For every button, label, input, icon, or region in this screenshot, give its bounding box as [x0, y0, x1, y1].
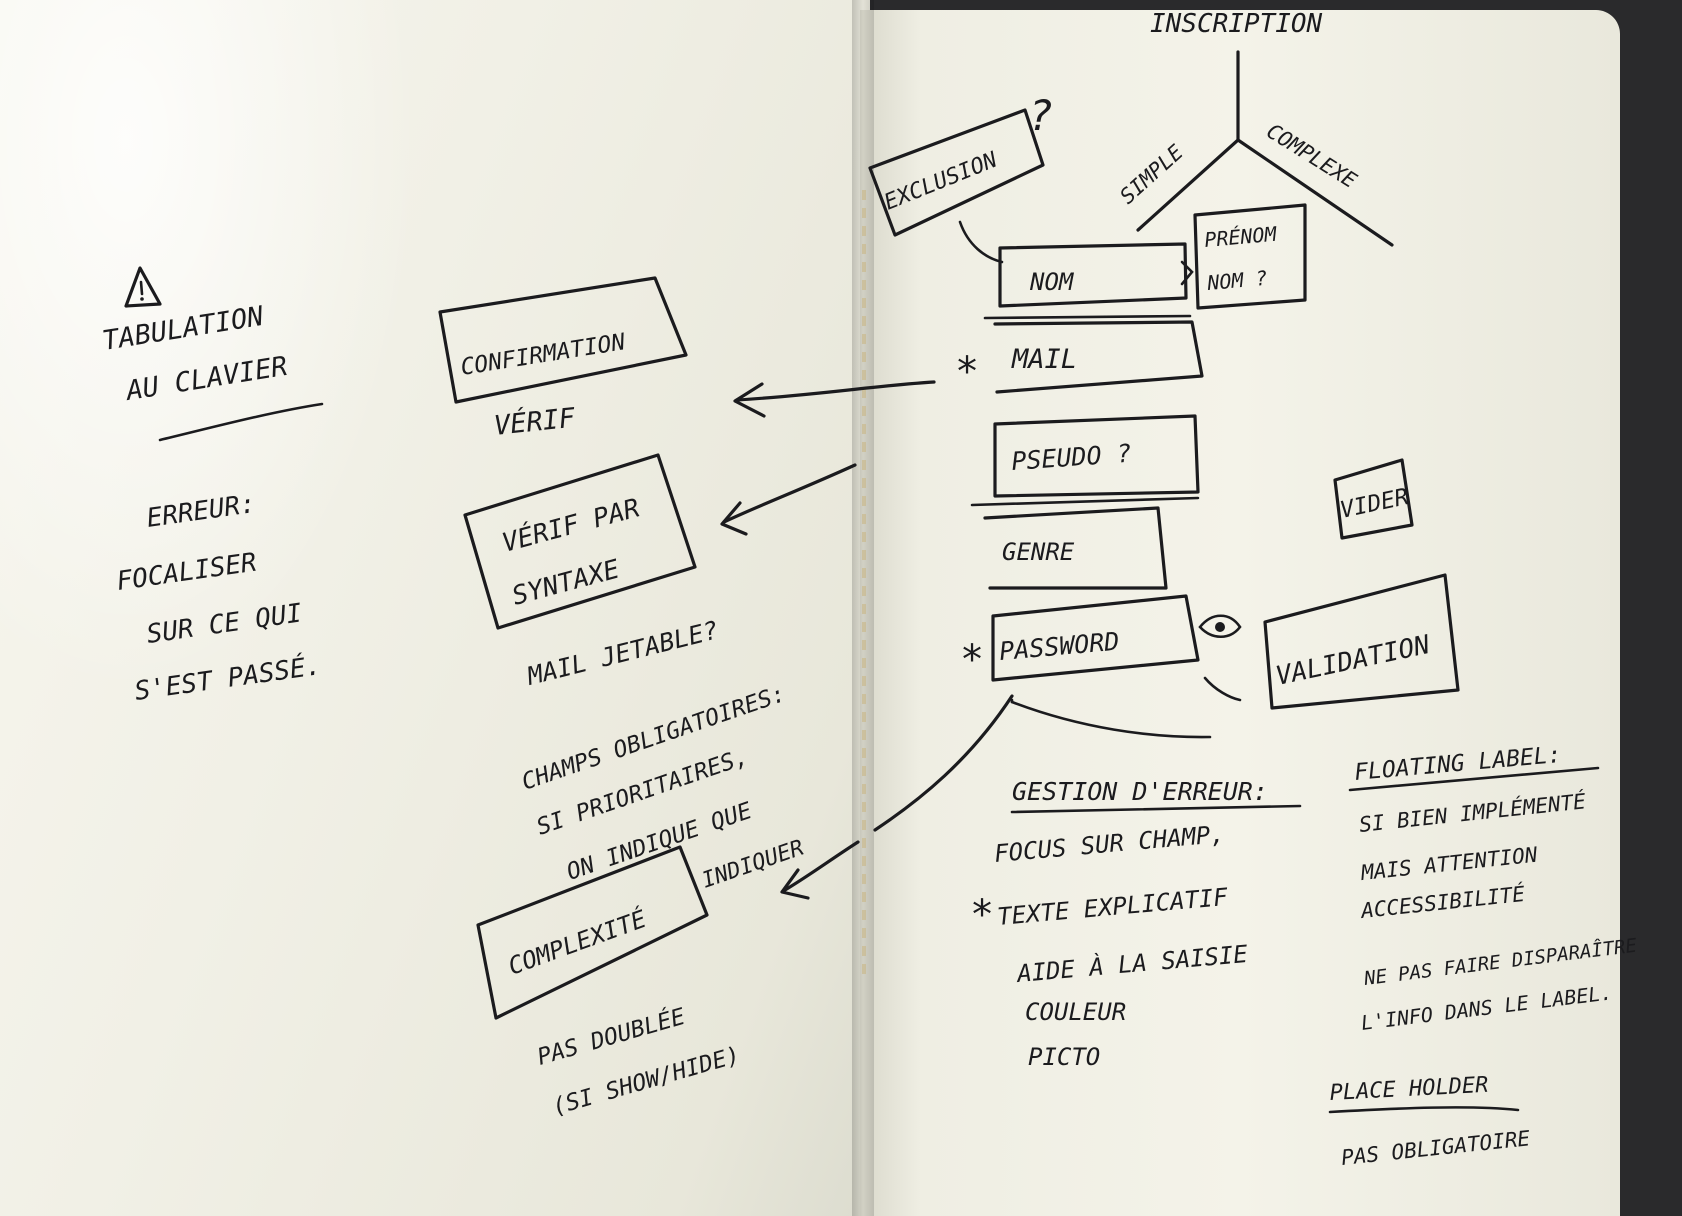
- erreur-line-1: ERREUR:: [145, 489, 258, 534]
- arrow-to-complexite: [783, 840, 860, 892]
- complexite-box: [476, 845, 709, 1020]
- warning-triangle-icon: [124, 266, 162, 308]
- field-mail-label: MAIL: [1011, 344, 1077, 375]
- validation-label: VALIDATION: [1273, 630, 1433, 692]
- password-required-asterisk: *: [960, 637, 984, 683]
- tabulation-line-2: AU CLAVIER: [122, 351, 289, 407]
- password-to-complexite-line: [873, 694, 1014, 832]
- complexite-label: COMPLEXITÉ: [504, 904, 650, 981]
- floating-line-5: L'INFO DANS LE LABEL.: [1360, 980, 1614, 1035]
- placeholder-title: PLACE HOLDER: [1329, 1073, 1489, 1106]
- mail-jetable: MAIL JETABLE?: [523, 615, 721, 691]
- placeholder-sub: PAS OBLIGATOIRE: [1340, 1126, 1531, 1170]
- field-password: [991, 594, 1200, 682]
- floating-underline: [1348, 766, 1600, 792]
- field-pseudo-label: PSEUDO ?: [1010, 439, 1132, 476]
- binding-thread: [862, 190, 866, 980]
- exclusion-question-mark: ?: [1028, 91, 1053, 140]
- erreur-line-3: SUR CE QUI: [145, 598, 304, 649]
- field-password-label: PASSWORD: [998, 627, 1120, 666]
- arrow-to-confirmation: [735, 380, 936, 402]
- tree-branch-left: [1136, 138, 1240, 232]
- floating-line-3: ACCESSIBILITÉ: [1358, 881, 1526, 923]
- verif-label: VÉRIF: [492, 402, 577, 442]
- gestion-asterisk: *: [970, 892, 994, 938]
- gestion-item-4: COULEUR: [1025, 998, 1126, 1026]
- floating-line-1: SI BIEN IMPLÉMENTÉ: [1358, 788, 1587, 837]
- gestion-item-2: TEXTE EXPLICATIF: [996, 883, 1229, 931]
- erreur-line-2: FOCALISER: [115, 548, 259, 597]
- field-pseudo: [993, 414, 1200, 498]
- gestion-item-5: PICTO: [1028, 1043, 1100, 1071]
- exclusion-connector: [958, 220, 1004, 264]
- simple-label: SIMPLE: [1115, 140, 1188, 209]
- password-connector: [1203, 676, 1242, 702]
- arrow-to-verif-syntaxe: [722, 463, 857, 524]
- nom-question-label: NOM ?: [1205, 266, 1268, 295]
- field-nom: [998, 242, 1188, 308]
- mail-required-asterisk: *: [955, 349, 979, 395]
- verif-syntaxe-line-2: SYNTAXE: [509, 554, 623, 611]
- tabulation-underline: [158, 402, 324, 442]
- password-bottom-line: [1010, 700, 1212, 739]
- validation-button-sketch: [1263, 573, 1460, 710]
- field-nom-label: NOM: [1029, 268, 1075, 296]
- left-page: [0, 0, 870, 1216]
- tree-branch-right: [1236, 138, 1394, 247]
- gestion-item-3: AIDE À LA SAISIE: [1014, 939, 1249, 988]
- pas-doublee-line-1: PAS DOUBLÉE: [534, 1002, 688, 1071]
- vider-label: VIDER: [1338, 484, 1411, 524]
- field-mail: [993, 320, 1204, 394]
- field-genre: [983, 506, 1168, 590]
- arrow-to-confirmation-head: [733, 382, 766, 418]
- prenom-label: PRÉNOM: [1203, 222, 1278, 252]
- vider-button-sketch: [1333, 458, 1414, 540]
- field-genre-label: GENRE: [1002, 538, 1075, 566]
- field-pseudo-underline: [970, 496, 1200, 507]
- inscription-title: INSCRIPTION: [1150, 9, 1323, 39]
- arrow-to-complexite-head: [780, 868, 810, 900]
- verif-syntaxe-line-1: VÉRIF PAR: [499, 491, 643, 558]
- eye-icon: [1198, 614, 1242, 639]
- verif-syntaxe-box: [463, 453, 697, 630]
- tabulation-line-1: TABULATION: [100, 301, 266, 357]
- erreur-line-4: S'EST PASSÉ.: [133, 649, 323, 707]
- field-mail-top: [983, 314, 1192, 320]
- gestion-underline: [1010, 804, 1302, 814]
- field-nom-pointer: [1180, 260, 1194, 286]
- arrow-to-verif-syntaxe-head: [720, 501, 748, 536]
- confirmation-box: [438, 276, 688, 404]
- gestion-item-1: FOCUS SUR CHAMP,: [993, 820, 1226, 868]
- placeholder-underline: [1328, 1106, 1520, 1114]
- prenom-nom-box: [1193, 203, 1307, 310]
- complexe-label: COMPLEXE: [1262, 119, 1361, 193]
- floating-line-2: MAIS ATTENTION: [1359, 843, 1539, 886]
- gestion-title: GESTION D'ERREUR:: [1012, 777, 1268, 806]
- exclusion-box: [868, 108, 1045, 237]
